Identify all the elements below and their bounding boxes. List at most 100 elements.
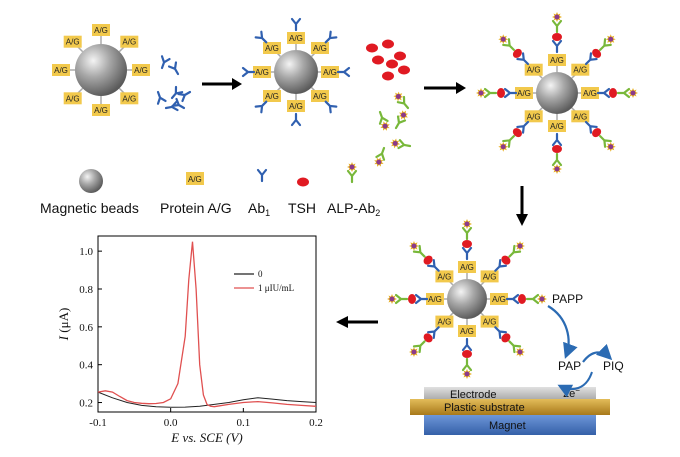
protein-ag-box: A/G [63,35,82,48]
ab1-icon [584,120,598,134]
protein-ag-box: A/G [120,92,139,105]
ab1-icon [516,52,530,66]
alp-ab2-icon [551,152,563,174]
ab1-icon [551,39,563,54]
electrode-label: Electrode [450,389,496,401]
protein-ag-text: A/G [550,122,564,131]
magnetic-bead-icon [75,44,127,96]
alp-enzyme-icon-core [500,144,506,150]
free-tsh-icon [394,51,406,61]
alp-ab2-icon [551,12,563,34]
y-tick-label: 0.2 [79,398,93,410]
y-tick-label: 0.8 [79,284,93,296]
protein-ag-text: A/G [527,112,541,121]
tsh-icon [592,128,602,138]
tsh-icon [552,33,562,41]
tsh-icon [512,128,522,138]
protein-ag-text: A/G [483,318,497,327]
alp-ab2-icon [461,219,473,241]
protein-ag-text: A/G [428,295,442,304]
magnet-label: Magnet [489,420,526,432]
y-tick-label: 1.0 [79,246,93,258]
tsh-icon [552,145,562,153]
alp-ab2-icon [599,34,616,51]
legend-alp-ab2-icon [346,162,358,184]
ab1-icon [503,87,518,99]
protein-ag-box: A/G [524,63,543,76]
series-line-1 [97,241,317,408]
protein-ag-box: A/G [515,87,533,99]
alp-ab2-icon [599,135,616,152]
ab1-icon [461,246,473,261]
protein-ag-box: A/G [435,315,454,328]
protein-ag-box: A/G [132,64,150,76]
alp-enzyme-icon-core [389,296,395,302]
alp-ab2-icon [498,135,515,152]
legend: Magnetic beads A/G Protein A/G Ab1 TSH A… [40,162,380,218]
legend-bead-icon [79,169,103,193]
alp-enzyme-icon-core [411,243,417,249]
free-tsh-group [366,39,410,81]
protein-ag-text: A/G [438,272,452,281]
tsh-icon [501,333,511,343]
x-axis-label: E vs. SCE (V) [170,430,243,445]
tsh-icon [518,294,526,304]
alp-enzyme-icon-core [382,123,388,129]
alp-enzyme-icon-core [395,94,401,100]
alp-enzyme-icon-core [554,166,560,172]
protein-ag-text: A/G [483,272,497,281]
protein-ag-text: A/G [122,94,136,103]
free-tsh-icon [366,43,378,53]
enzymatic-reaction: PAPP PAP PIQ 2e− [547,292,624,400]
y-axis-ticks: 0.20.40.60.81.0 [79,246,102,410]
ab1-icon [596,87,611,99]
protein-ag-box: A/G [321,66,339,78]
legend-entry: 0 [258,269,263,279]
protein-ag-box: A/G [311,90,329,102]
legend-beads-label: Magnetic beads [40,200,139,216]
protein-ag-box: A/G [63,92,82,105]
protein-ag-box: A/G [263,42,281,54]
x-tick-label: 0.2 [309,417,323,429]
tsh-icon [512,48,522,58]
alp-enzyme-icon-core [517,349,523,355]
stage-sandwich-complex: A/GA/GA/GA/GA/GA/GA/GA/G [476,12,638,174]
alp-enzyme-icon-core [554,14,560,20]
plot-frame [97,235,317,413]
protein-ag-box: A/G [52,64,70,76]
protein-ag-text: A/G [54,66,68,75]
legend-protein-ag-text: A/G [188,175,202,184]
protein-ag-text: A/G [289,102,303,111]
ab1-icon [336,66,351,78]
protein-ag-box: A/G [287,100,305,112]
protein-ag-text: A/G [255,68,269,77]
ab1-icon [427,259,440,272]
alp-ab2-icon [409,241,426,258]
protein-ag-text: A/G [583,89,597,98]
ab1-icon [494,259,507,272]
alp-ab2-icon [498,34,515,51]
protein-ag-box: A/G [287,32,305,44]
protein-ag-box: A/G [458,261,476,273]
ab1-icon [427,326,440,339]
protein-ag-text: A/G [289,34,303,43]
plastic-substrate-label: Plastic substrate [444,402,525,414]
protein-ag-box: A/G [490,293,508,305]
series-layer [97,241,317,408]
tsh-icon [501,255,511,265]
free-ab1-icon [164,101,179,112]
protein-ag-box: A/G [524,110,543,123]
process-arrow-1 [202,78,242,90]
alp-ab2-icon [508,340,525,357]
tsh-icon [423,255,433,265]
y-tick-label: 0.4 [79,360,93,372]
free-tsh-icon [386,59,398,69]
alp-enzyme-icon-core [392,140,398,146]
alp-enzyme-icon-core [464,371,470,377]
legend-tsh-icon [297,177,309,187]
free-ab1-icon [177,90,192,103]
protein-ag-box: A/G [92,24,110,36]
free-tsh-icon [382,39,394,49]
protein-ag-text: A/G [122,38,136,47]
